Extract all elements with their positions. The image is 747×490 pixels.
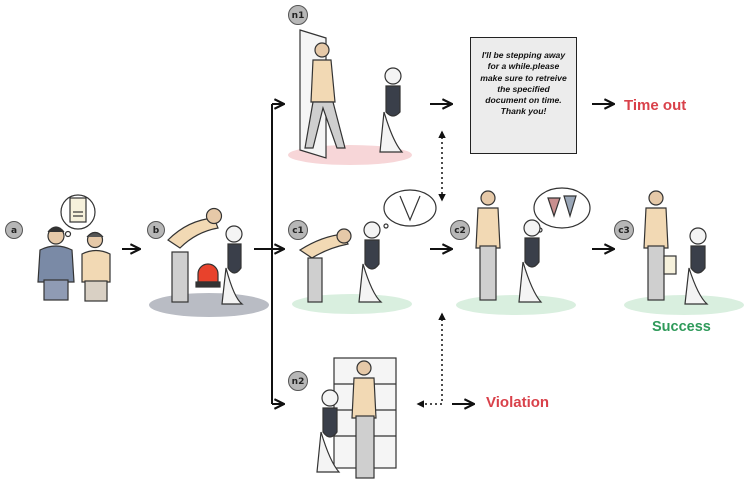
badge-n2: n2 bbox=[288, 371, 308, 391]
floor-c3 bbox=[624, 295, 744, 315]
svg-text:c3: c3 bbox=[618, 226, 630, 236]
svg-text:b: b bbox=[153, 226, 160, 236]
dotted-link-c2-n2 bbox=[416, 312, 446, 408]
timeout-label: Time out bbox=[624, 97, 687, 114]
svg-text:n2: n2 bbox=[292, 377, 305, 387]
scene-b-instruction bbox=[167, 207, 244, 305]
scene-c2-clarify bbox=[475, 187, 591, 303]
scene-a-people bbox=[37, 194, 111, 302]
svg-text:n1: n1 bbox=[292, 11, 305, 21]
badge-c2: c2 bbox=[450, 220, 470, 240]
floor-b bbox=[149, 293, 269, 317]
floor-c2 bbox=[456, 295, 576, 315]
scene-c1-request bbox=[298, 189, 437, 303]
badge-c1: c1 bbox=[288, 220, 308, 240]
badge-a: a bbox=[5, 221, 23, 239]
badge-b: b bbox=[147, 221, 165, 239]
badge-n1: n1 bbox=[288, 5, 308, 25]
document-icon bbox=[663, 255, 677, 275]
badge-c3: c3 bbox=[614, 220, 634, 240]
violation-label: Violation bbox=[486, 394, 550, 411]
scene-c3-success bbox=[643, 190, 709, 305]
alarm-icon bbox=[197, 263, 219, 283]
scene-n1-leaving bbox=[299, 29, 404, 159]
svg-text:a: a bbox=[11, 226, 17, 236]
success-label: Success bbox=[652, 319, 711, 335]
svg-text:c2: c2 bbox=[454, 226, 466, 236]
instruction-note: I'll be stepping away for a while.please… bbox=[470, 37, 577, 154]
scene-n2-violation bbox=[316, 357, 397, 479]
svg-text:c1: c1 bbox=[292, 226, 304, 236]
